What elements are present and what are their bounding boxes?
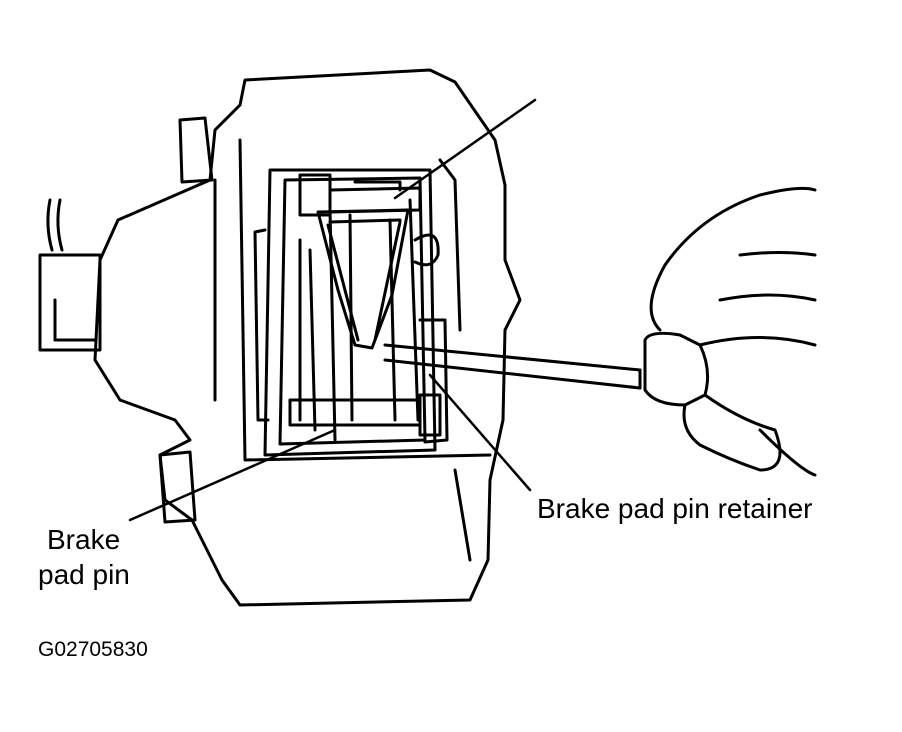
leader-line-top [393, 98, 537, 200]
label-brake-pad-pin-line1: Brake [47, 524, 121, 555]
hand [643, 186, 817, 477]
brake-hose [38, 198, 102, 352]
anti-rattle-spring [316, 208, 410, 350]
label-brake-pad-pin-line2: pad pin [38, 559, 130, 590]
pin-retainer-clip [413, 233, 449, 444]
leader-line-retainer [428, 373, 532, 492]
figure-code: G02705830 [38, 638, 148, 661]
caliper-body [93, 68, 522, 607]
leader-lines [128, 98, 537, 522]
screwdriver [383, 343, 642, 390]
brake-pad-assembly [253, 168, 437, 457]
leader-line-pin [128, 428, 337, 522]
label-brake-pad-pin-retainer: Brake pad pin retainer [537, 493, 813, 524]
bottom-brake-pad-pin [288, 393, 442, 437]
